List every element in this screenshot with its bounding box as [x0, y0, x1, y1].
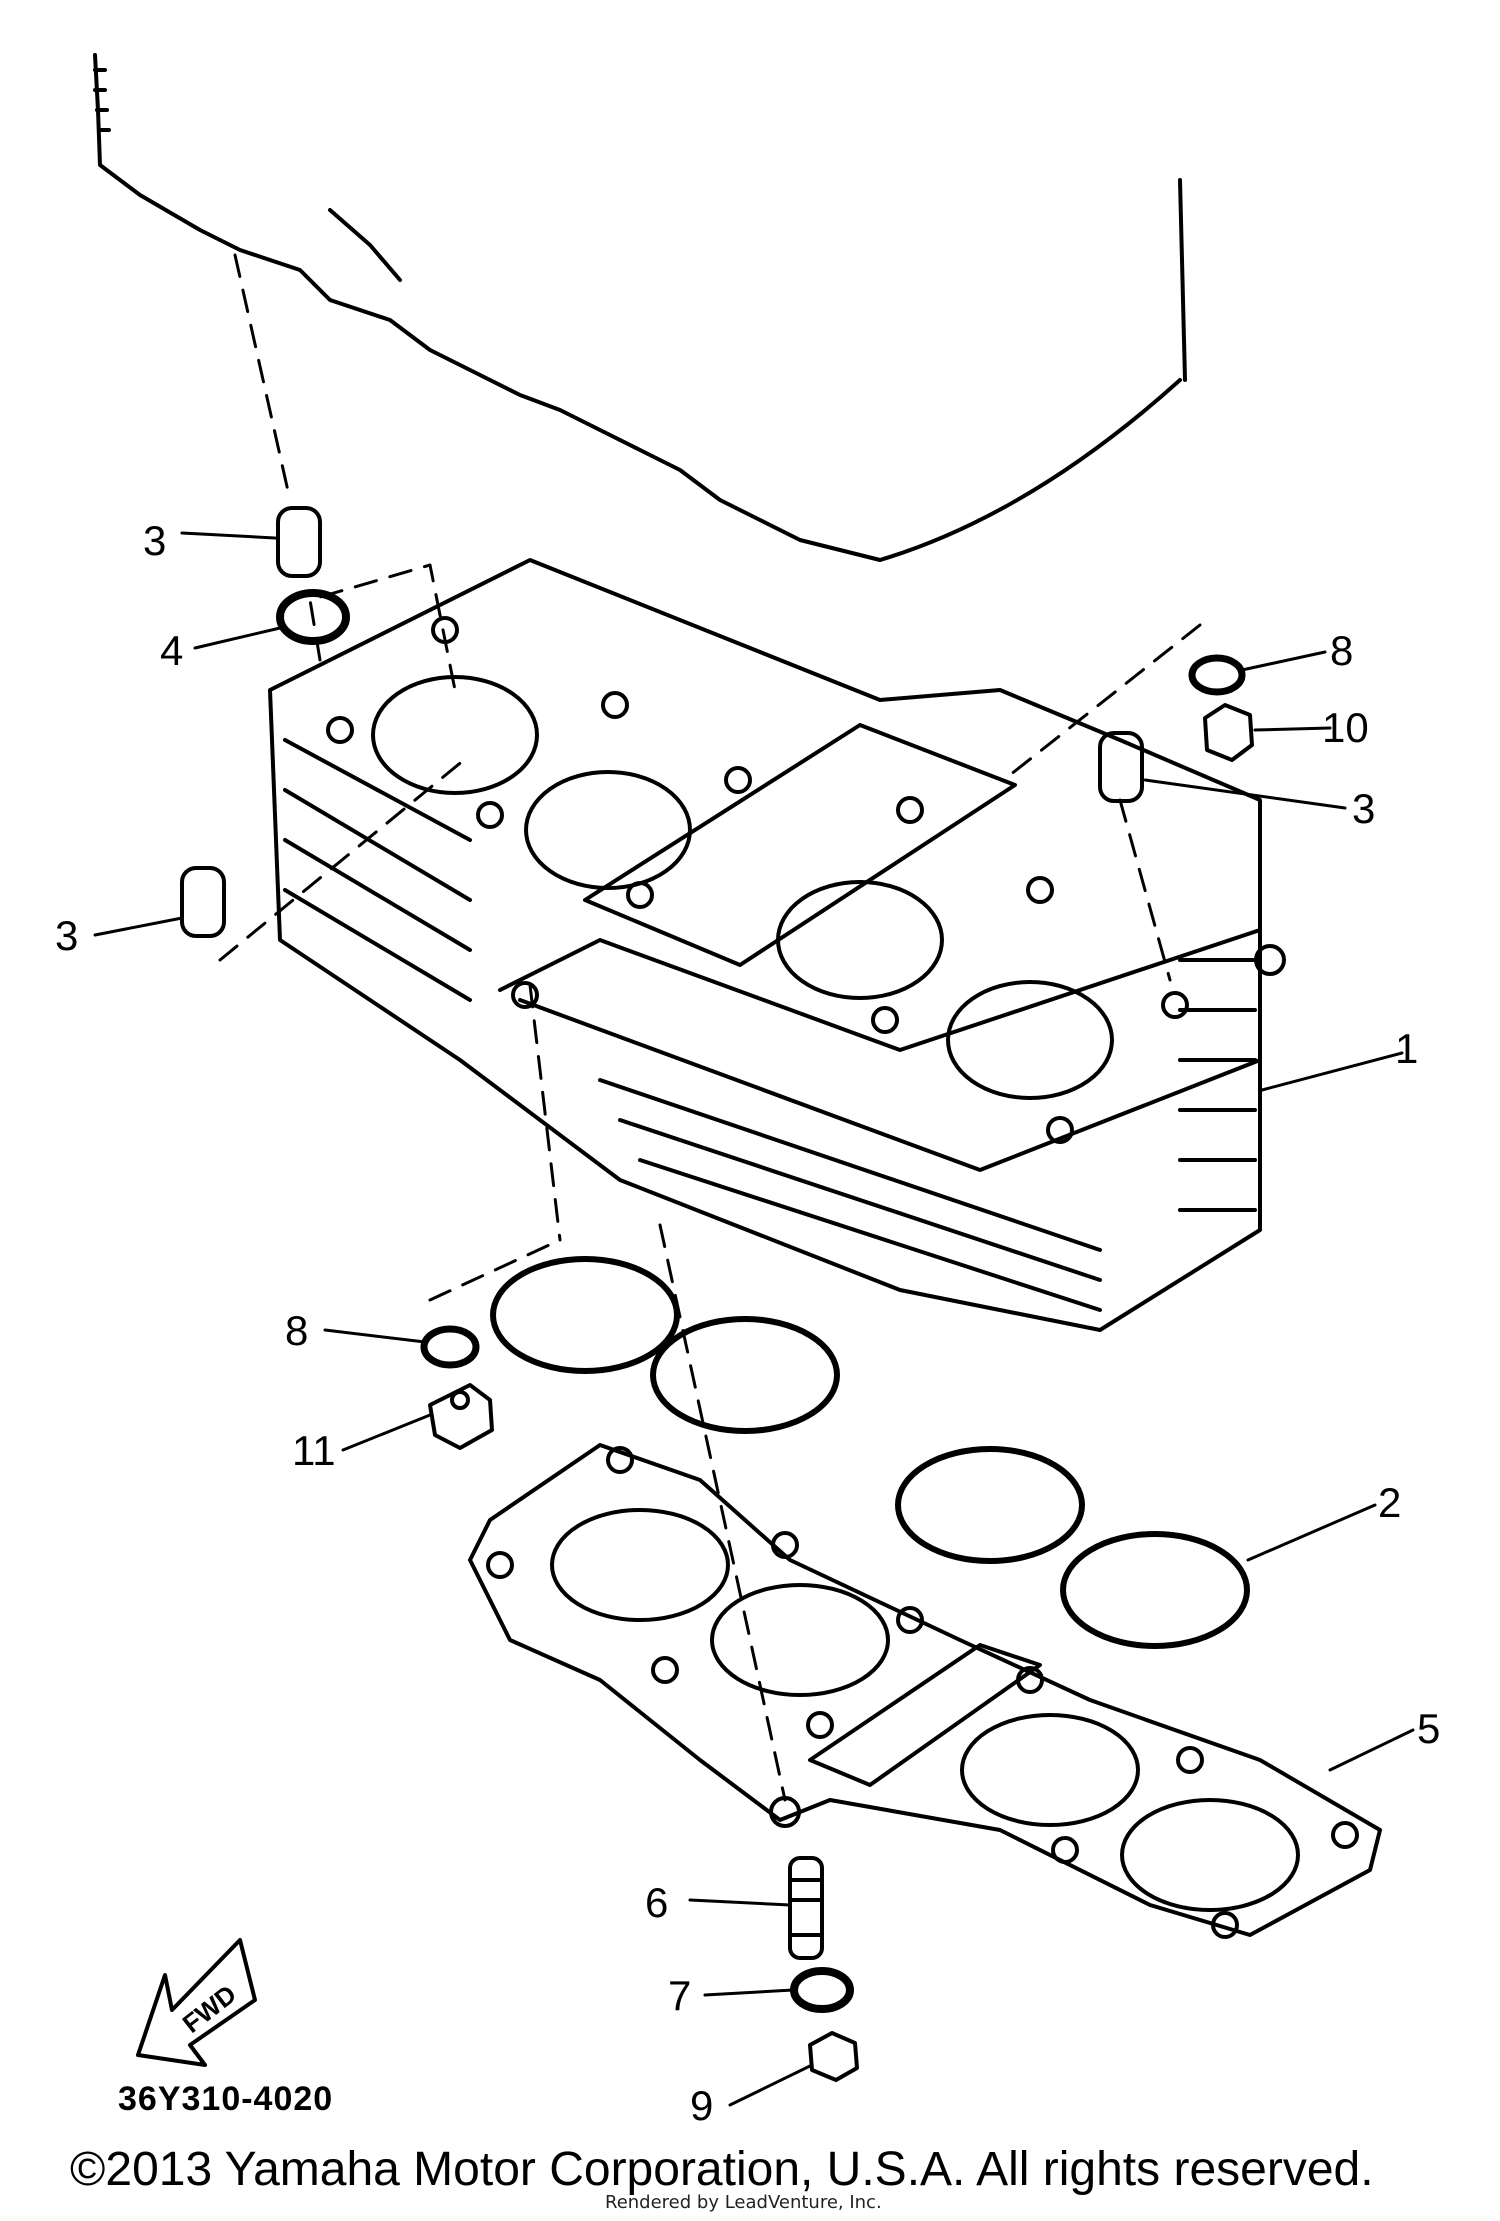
dowel-pin-left [180, 866, 226, 938]
callout-1: 1 [1395, 1025, 1419, 1072]
cap-nut [428, 1383, 494, 1450]
dowel-pin-right [1098, 731, 1144, 803]
callout-4: 4 [160, 627, 184, 674]
callout-9: 9 [690, 2082, 714, 2129]
fwd-arrow-icon [136, 1938, 257, 2067]
copyright-notice: ©2013 Yamaha Motor Corporation, U.S.A. A… [70, 2143, 1374, 2196]
rendered-by-credit: Rendered by LeadVenture, Inc. [605, 2192, 882, 2213]
washer-left [420, 1325, 480, 1369]
nut-right [1203, 703, 1254, 762]
head-gasket [468, 1443, 1382, 1939]
callout-6: 6 [645, 1879, 669, 1926]
callout-11: 11 [292, 1427, 336, 1474]
alignment-lines [218, 253, 1202, 1802]
callout-8-left: 8 [285, 1307, 309, 1354]
washer-bottom [790, 1967, 854, 2013]
callout-3-left: 3 [55, 912, 79, 959]
callout-3-right: 3 [1352, 785, 1376, 832]
leader-lines [93, 531, 1415, 2107]
callout-8-right: 8 [1330, 627, 1354, 674]
nut-bottom [808, 2031, 859, 2082]
seal-ring [276, 589, 350, 645]
stud-bolt [788, 1856, 824, 1960]
washer-right [1188, 654, 1246, 696]
crankcase-outline [93, 53, 1187, 562]
cylinder-block [268, 558, 1286, 1332]
diagram-part-number: 36Y310-4020 [118, 2080, 334, 2118]
callout-3-top: 3 [143, 517, 167, 564]
callout-2: 2 [1378, 1479, 1402, 1526]
o-rings [490, 1256, 1250, 1649]
dowel-pin-top [276, 506, 322, 578]
callout-10: 10 [1322, 704, 1369, 751]
callout-7: 7 [668, 1972, 692, 2019]
callout-5: 5 [1417, 1705, 1441, 1752]
